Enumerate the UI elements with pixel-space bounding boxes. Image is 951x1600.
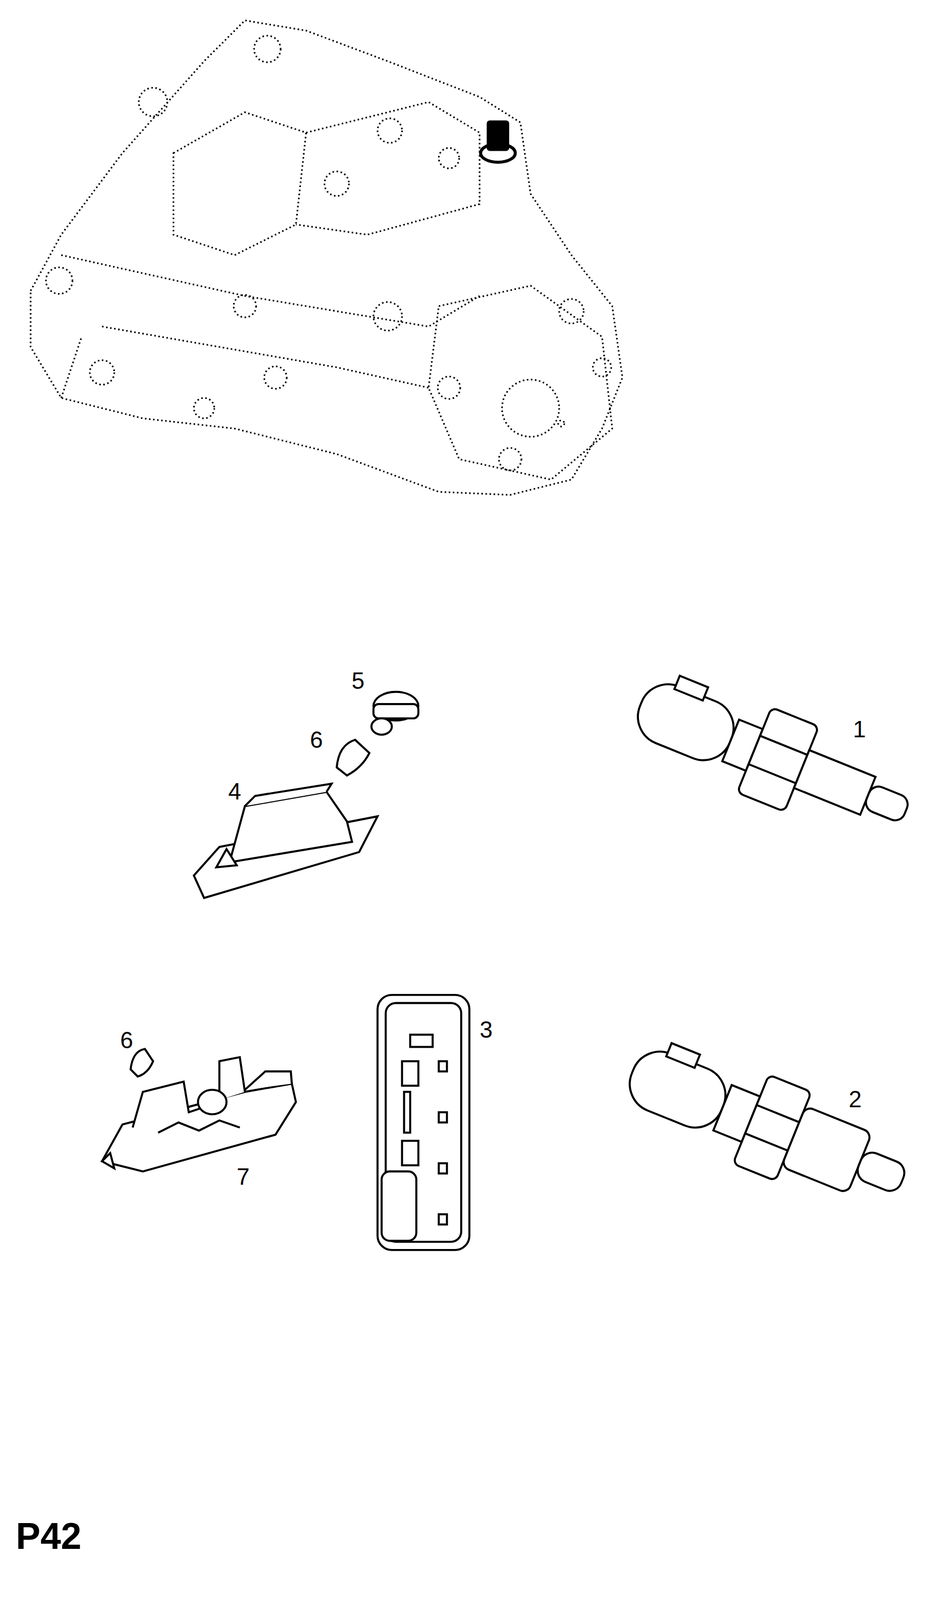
lamp-housing-4 [193,783,378,899]
callout-number: 6 [309,728,323,752]
sensor-2 [614,1027,921,1226]
gearbox-bolt [480,120,516,162]
callout-number: 6 [120,1029,133,1053]
page-code: P42 [15,1518,82,1556]
bulb-6 [336,740,370,776]
callout-number: 5 [351,669,365,693]
connector-3 [377,995,470,1251]
callout-number: 4 [228,780,241,804]
callout-number: 1 [852,717,866,742]
socket-5 [371,692,419,735]
sensor-1 [623,661,924,855]
gearbox-outline [30,20,623,496]
callout-number: 7 [236,1165,250,1189]
lamp-holder-7 [102,1049,297,1172]
callout-number: 3 [479,1018,493,1042]
callout-number: 2 [848,1088,862,1112]
